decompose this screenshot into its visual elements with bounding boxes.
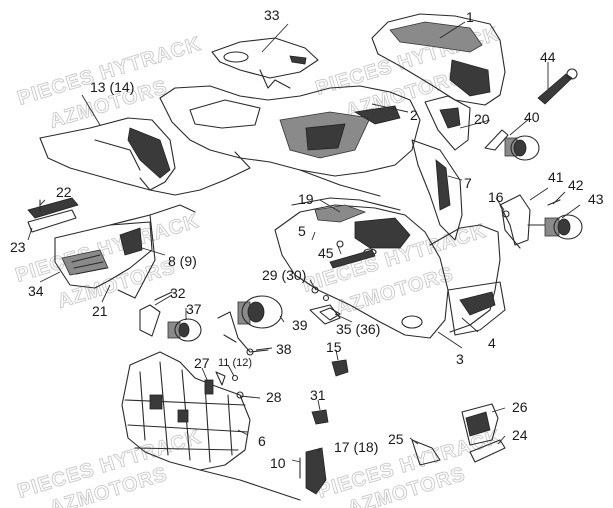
callout-label: 45 (318, 245, 334, 261)
callout-label: 4 (488, 335, 496, 351)
headlamp-part (217, 295, 283, 356)
callout-label: 34 (28, 283, 44, 299)
callout-label: 17 (18) (334, 439, 378, 455)
callout-labels: 1 2 3 4 5 6 7 8 (9) 10 11 (12) 13 (14) 1… (10, 7, 604, 471)
strap-part (311, 240, 376, 321)
bottom-bracket-part (299, 447, 327, 495)
callout-label: 13 (14) (90, 79, 134, 95)
callout-label: 5 (298, 223, 306, 239)
callout-label: 10 (270, 455, 286, 471)
callout-label: 29 (30) (262, 267, 306, 283)
callout-label: 7 (464, 175, 472, 191)
callout-label: 2 (410, 107, 418, 123)
callout-label: 32 (170, 285, 186, 301)
callout-label: 23 (10, 239, 26, 255)
fender-flap-part (411, 95, 471, 241)
callout-label: 8 (9) (168, 253, 197, 269)
callout-label: 44 (540, 49, 556, 65)
leader-lines (27, 21, 581, 463)
callout-label: 42 (568, 177, 584, 193)
callout-label: 25 (388, 431, 404, 447)
parts-drawing (27, 13, 583, 501)
rear-panel-part (211, 37, 319, 89)
callout-label: 38 (276, 341, 292, 357)
callout-label: 37 (186, 301, 202, 317)
footrest-panel-part (27, 197, 196, 299)
callout-label: 26 (512, 399, 528, 415)
rear-light-part (484, 129, 540, 161)
headlight-bracket-part (499, 194, 583, 249)
callout-label: 40 (524, 109, 540, 125)
callout-label: 39 (292, 317, 308, 333)
callout-label: 6 (258, 433, 266, 449)
strap-end-part (537, 68, 578, 105)
callout-label: 28 (266, 389, 282, 405)
callout-label: 21 (92, 303, 108, 319)
callout-label: 24 (512, 427, 528, 443)
callout-label: 20 (474, 111, 490, 127)
callout-label: 27 (194, 355, 210, 371)
callout-label: 31 (310, 387, 326, 403)
left-side-panel-part (39, 117, 176, 191)
frame-part (121, 351, 301, 501)
clip-parts (309, 304, 349, 425)
callout-label: 15 (326, 339, 342, 355)
callout-label: 43 (588, 191, 604, 207)
callout-label: 33 (264, 7, 280, 23)
callout-label: 3 (456, 351, 464, 367)
lamp-assembly-part (139, 291, 202, 342)
rear-fender-part (139, 85, 421, 197)
callout-label: 1 (466, 9, 474, 25)
callout-label: 41 (548, 169, 564, 185)
lower-right-parts (411, 403, 506, 466)
callout-label: 22 (56, 184, 72, 200)
callout-label: 16 (488, 189, 504, 205)
callout-label: 35 (36) (336, 321, 380, 337)
seat-part (371, 13, 506, 106)
front-fender-part (274, 197, 506, 339)
callout-label: 19 (298, 191, 314, 207)
callout-label: 11 (12) (218, 357, 252, 369)
